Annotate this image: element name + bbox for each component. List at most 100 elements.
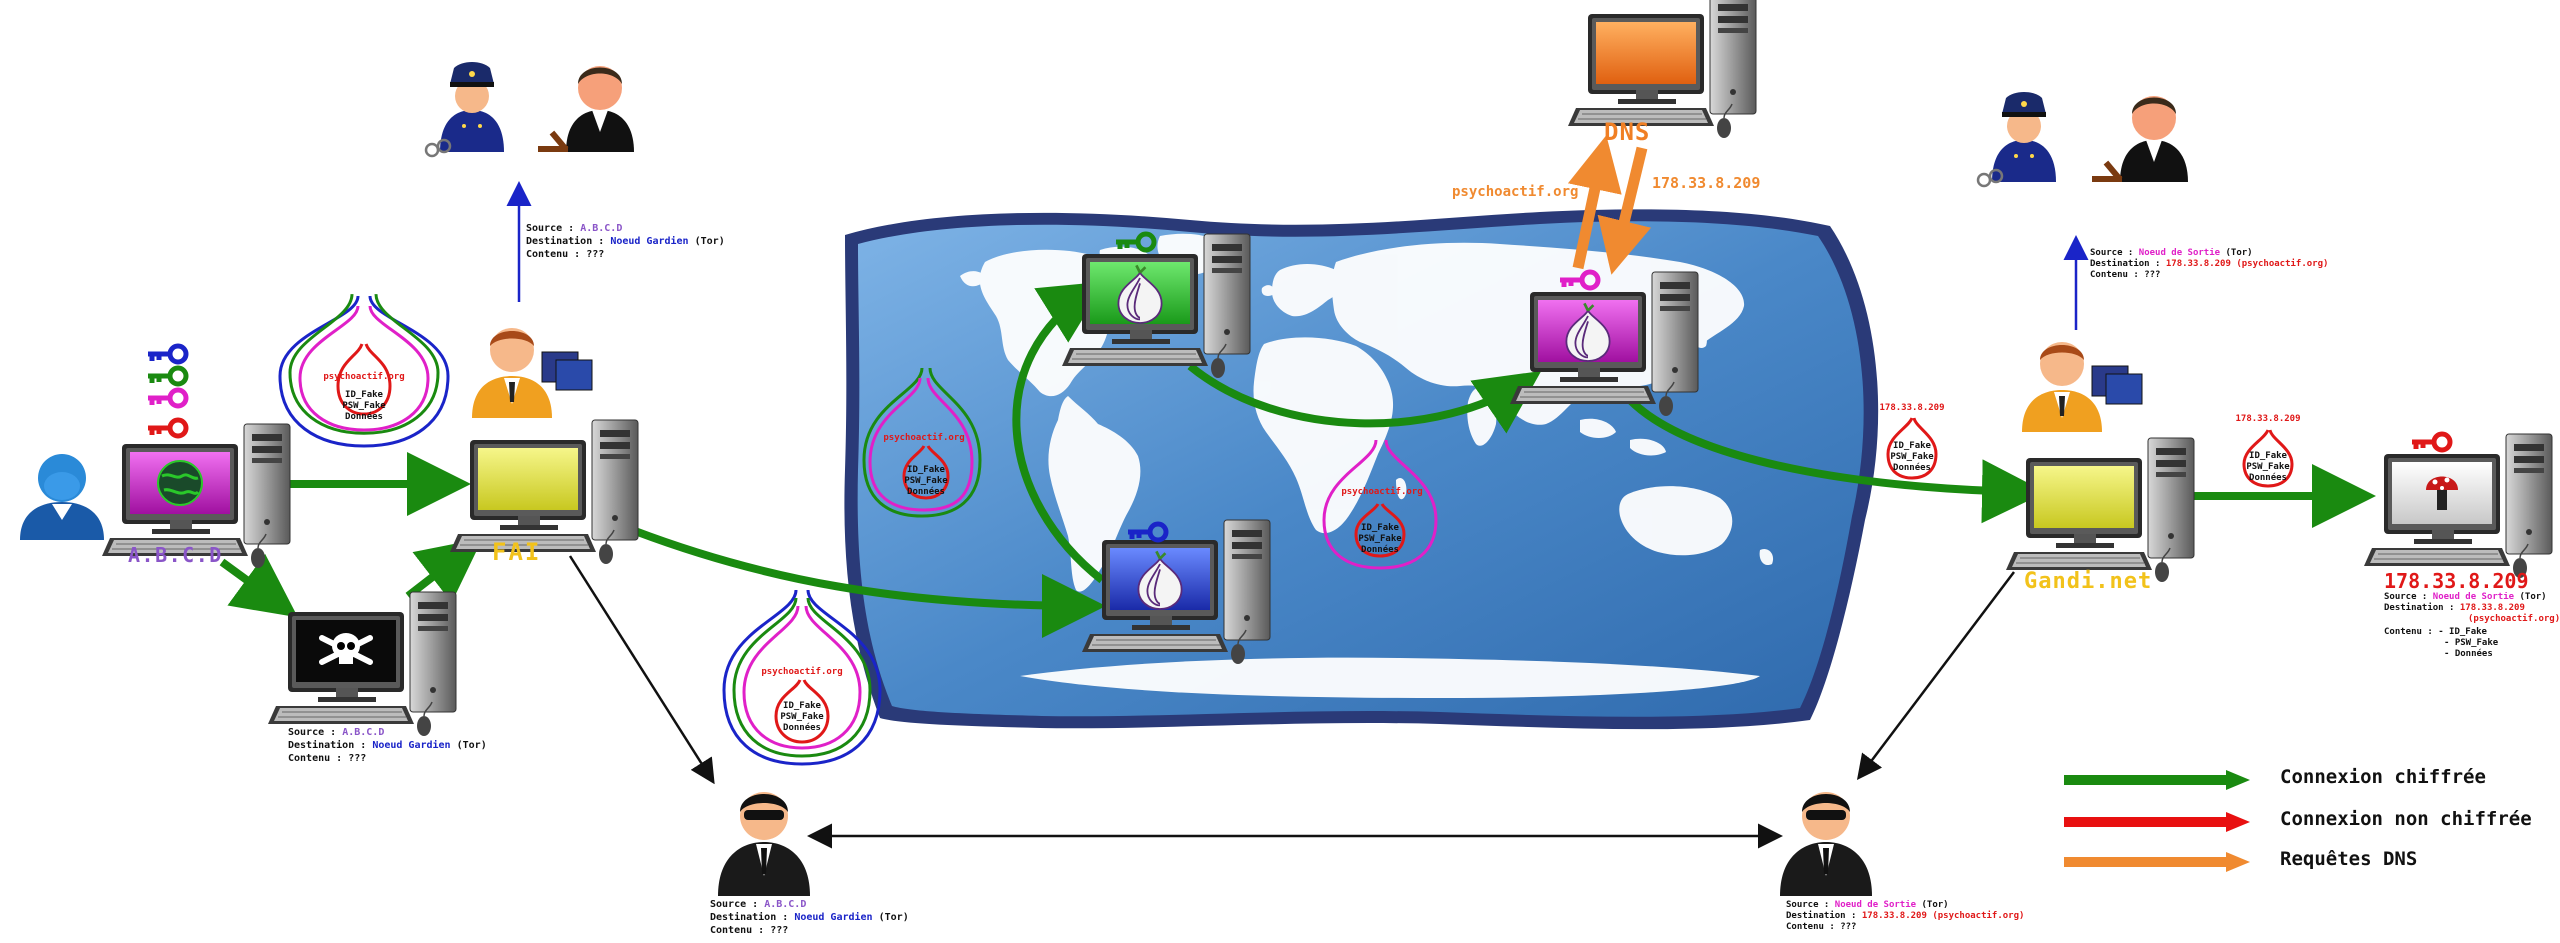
isp-operator-icon (2022, 342, 2143, 432)
onion-map-left-core-psw: PSW_Fake (904, 476, 948, 486)
onion-gandi-right (2242, 429, 2294, 488)
info-value: Noeud Gardien (794, 912, 873, 923)
spy-right-info: Source : Noeud de Sortie (Tor) Destinati… (1786, 900, 2126, 933)
link-middle-exit (1187, 362, 1542, 434)
connections (219, 135, 2376, 849)
gandi-label: Gandi.net (2024, 569, 2152, 594)
spy-icon (1780, 792, 1872, 896)
info-key: Destination : (288, 740, 367, 751)
dns-request-link (1567, 135, 1622, 270)
info-value: 178.33.8.209 (psychoactif.org) (1861, 911, 2025, 921)
info-key: Contenu : (526, 249, 581, 260)
onion-gandi-left-core-data: Données (1893, 462, 1931, 473)
onion-gandi-left (1886, 417, 1938, 480)
onion-gandi-right-core-psw: PSW_Fake (2246, 462, 2290, 472)
info-value: ??? (586, 249, 605, 260)
globe-icon (157, 460, 203, 506)
computer-icon[interactable] (449, 419, 639, 565)
server-icon[interactable] (2363, 433, 2553, 579)
info-suffix: (Tor) (694, 236, 725, 247)
info-value: Noeud Gardien (610, 236, 689, 247)
info-key: Source : (288, 727, 337, 738)
onion-map-right (1322, 439, 1438, 570)
hacker-info: Source : A.B.C.D Destination : Noeud Gar… (288, 726, 548, 765)
info-key: Contenu : (710, 925, 765, 936)
onion-map-right-domain: psychoactif.org (1341, 486, 1422, 497)
info-key: Source : (2384, 592, 2428, 602)
info-suffix: (Tor) (2225, 248, 2253, 258)
onion-gandi-right-ip: 178.33.8.209 (2235, 414, 2300, 424)
info-key: Contenu : (1786, 922, 1835, 932)
onion-gandi-left-core-id: ID_Fake (1893, 441, 1932, 451)
link-guard-middle (1012, 281, 1106, 584)
onion-guard-core-id: ID_Fake (783, 701, 822, 711)
world-map (844, 209, 1879, 730)
info-suffix: (Tor) (878, 912, 909, 923)
info-suffix: (Tor) (2519, 592, 2547, 602)
police-right-info: Source : Noeud de Sortie (Tor) Destinati… (2090, 248, 2390, 281)
legend-label-unencrypted: Connexion non chiffrée (2280, 808, 2532, 830)
spy-left-observe (568, 555, 715, 785)
legend-label-dns: Requêtes DNS (2280, 848, 2418, 870)
spy-icon (718, 792, 810, 896)
onion-abcd-core-psw: PSW_Fake (342, 401, 386, 411)
info-value: Noeud de Sortie (1834, 900, 1917, 910)
info-value: ??? (2144, 270, 2161, 280)
info-value: ??? (1840, 922, 1857, 932)
legend-label-encrypted: Connexion chiffrée (2280, 766, 2486, 788)
key-icon (148, 390, 186, 406)
info-value: A.B.C.D (342, 727, 385, 738)
info-value: Noeud Gardien (372, 740, 451, 751)
info-key: Source : (710, 899, 759, 910)
info-key: Source : (1786, 900, 1830, 910)
info-key: Source : (526, 223, 575, 234)
onion-map-right-core-data: Données (1361, 544, 1399, 555)
key-icon (2412, 434, 2450, 450)
onion-map-right-core-id: ID_Fake (1361, 523, 1400, 533)
info-key: Source : (2090, 248, 2134, 258)
onion-map-left (862, 367, 982, 518)
dns-query-label: psychoactif.org (1452, 184, 1578, 200)
tor-exit-node[interactable] (1509, 271, 1699, 417)
skull-icon (319, 633, 373, 665)
info-value: A.B.C.D (764, 899, 807, 910)
info-key: Contenu : (288, 753, 343, 764)
info-value: Noeud de Sortie (2138, 248, 2221, 258)
legend-item-unencrypted (2064, 812, 2250, 832)
link-fai-guard (620, 522, 1106, 638)
onion-abcd-domain: psychoactif.org (323, 371, 404, 382)
onion-guard-domain: psychoactif.org (761, 666, 842, 677)
computer-icon[interactable] (101, 423, 291, 569)
info-key: Contenu : (2384, 627, 2433, 637)
dns-answer-label: 178.33.8.209 (1652, 174, 1760, 192)
info-value: - PSW_Fake (2444, 638, 2499, 648)
police-icon (1976, 92, 2056, 188)
legend-item-dns (2064, 852, 2250, 872)
onion-gandi-left-ip: 178.33.8.209 (1879, 403, 1944, 413)
link-abcd-hacker (219, 553, 298, 618)
dns-server-icon[interactable] (1567, 0, 1757, 139)
info-value: - ID_Fake (2438, 627, 2487, 637)
info-value: 178.33.8.209 (psychoactif.org) (2165, 259, 2329, 269)
link-hacker-fai (405, 538, 483, 603)
computer-icon[interactable] (267, 591, 457, 737)
info-suffix: (Tor) (1921, 900, 1949, 910)
key-icon (148, 368, 186, 384)
police-icon (424, 62, 504, 158)
info-key: Destination : (1786, 911, 1857, 921)
onion-map-left-core-data: Données (907, 486, 945, 497)
info-suffix: (Tor) (456, 740, 487, 751)
tor-guard-node[interactable] (1081, 519, 1271, 665)
key-icon (148, 420, 186, 436)
info-value: ??? (348, 753, 367, 764)
server-info: Source : Noeud de Sortie (Tor) Destinati… (2384, 592, 2560, 660)
server-ip-label: 178.33.8.209 (2384, 569, 2529, 593)
abcd-label: A.B.C.D (128, 543, 223, 567)
computer-icon[interactable] (2005, 437, 2195, 583)
mushroom-icon (2426, 476, 2458, 510)
tor-middle-node[interactable] (1061, 233, 1251, 379)
info-value: (psychoactif.org) (2468, 614, 2560, 624)
info-key: Destination : (710, 912, 789, 923)
info-value: Noeud de Sortie (2432, 592, 2515, 602)
